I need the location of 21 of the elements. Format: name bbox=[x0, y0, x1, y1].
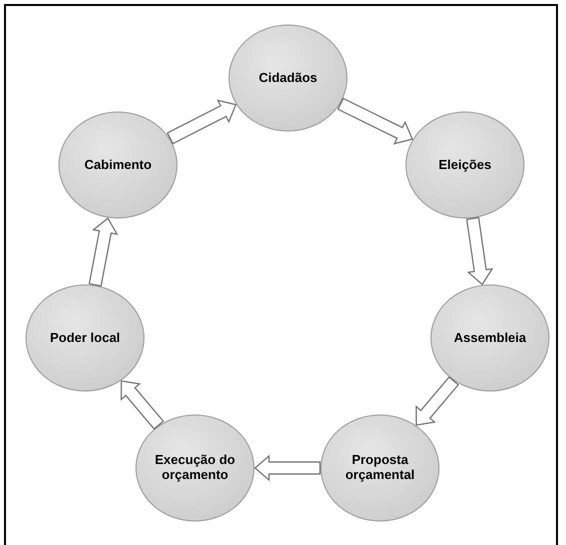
block-arrow bbox=[254, 454, 321, 482]
node-label: Proposta orçamental bbox=[344, 453, 416, 483]
ellipse-node bbox=[26, 284, 144, 392]
node-label: Eleições bbox=[438, 158, 492, 172]
ellipse-node bbox=[136, 414, 254, 522]
block-arrow bbox=[88, 217, 118, 287]
ellipse-node bbox=[430, 284, 550, 392]
block-arrow bbox=[337, 98, 414, 145]
node-label: Poder local bbox=[50, 330, 120, 346]
node-label: Assembleia bbox=[454, 330, 526, 346]
ellipse-node bbox=[320, 414, 440, 522]
node-label: Cabimento bbox=[84, 158, 152, 172]
ellipse-node bbox=[406, 112, 524, 218]
block-arrow bbox=[166, 100, 237, 144]
ellipse-node bbox=[58, 112, 178, 218]
block-arrow bbox=[416, 376, 460, 426]
node-label: Execução do orçamento bbox=[154, 453, 236, 483]
block-arrow bbox=[466, 217, 494, 286]
node-label: Cidadãos bbox=[258, 70, 318, 86]
ellipse-node bbox=[228, 24, 348, 132]
block-arrow bbox=[120, 380, 164, 430]
